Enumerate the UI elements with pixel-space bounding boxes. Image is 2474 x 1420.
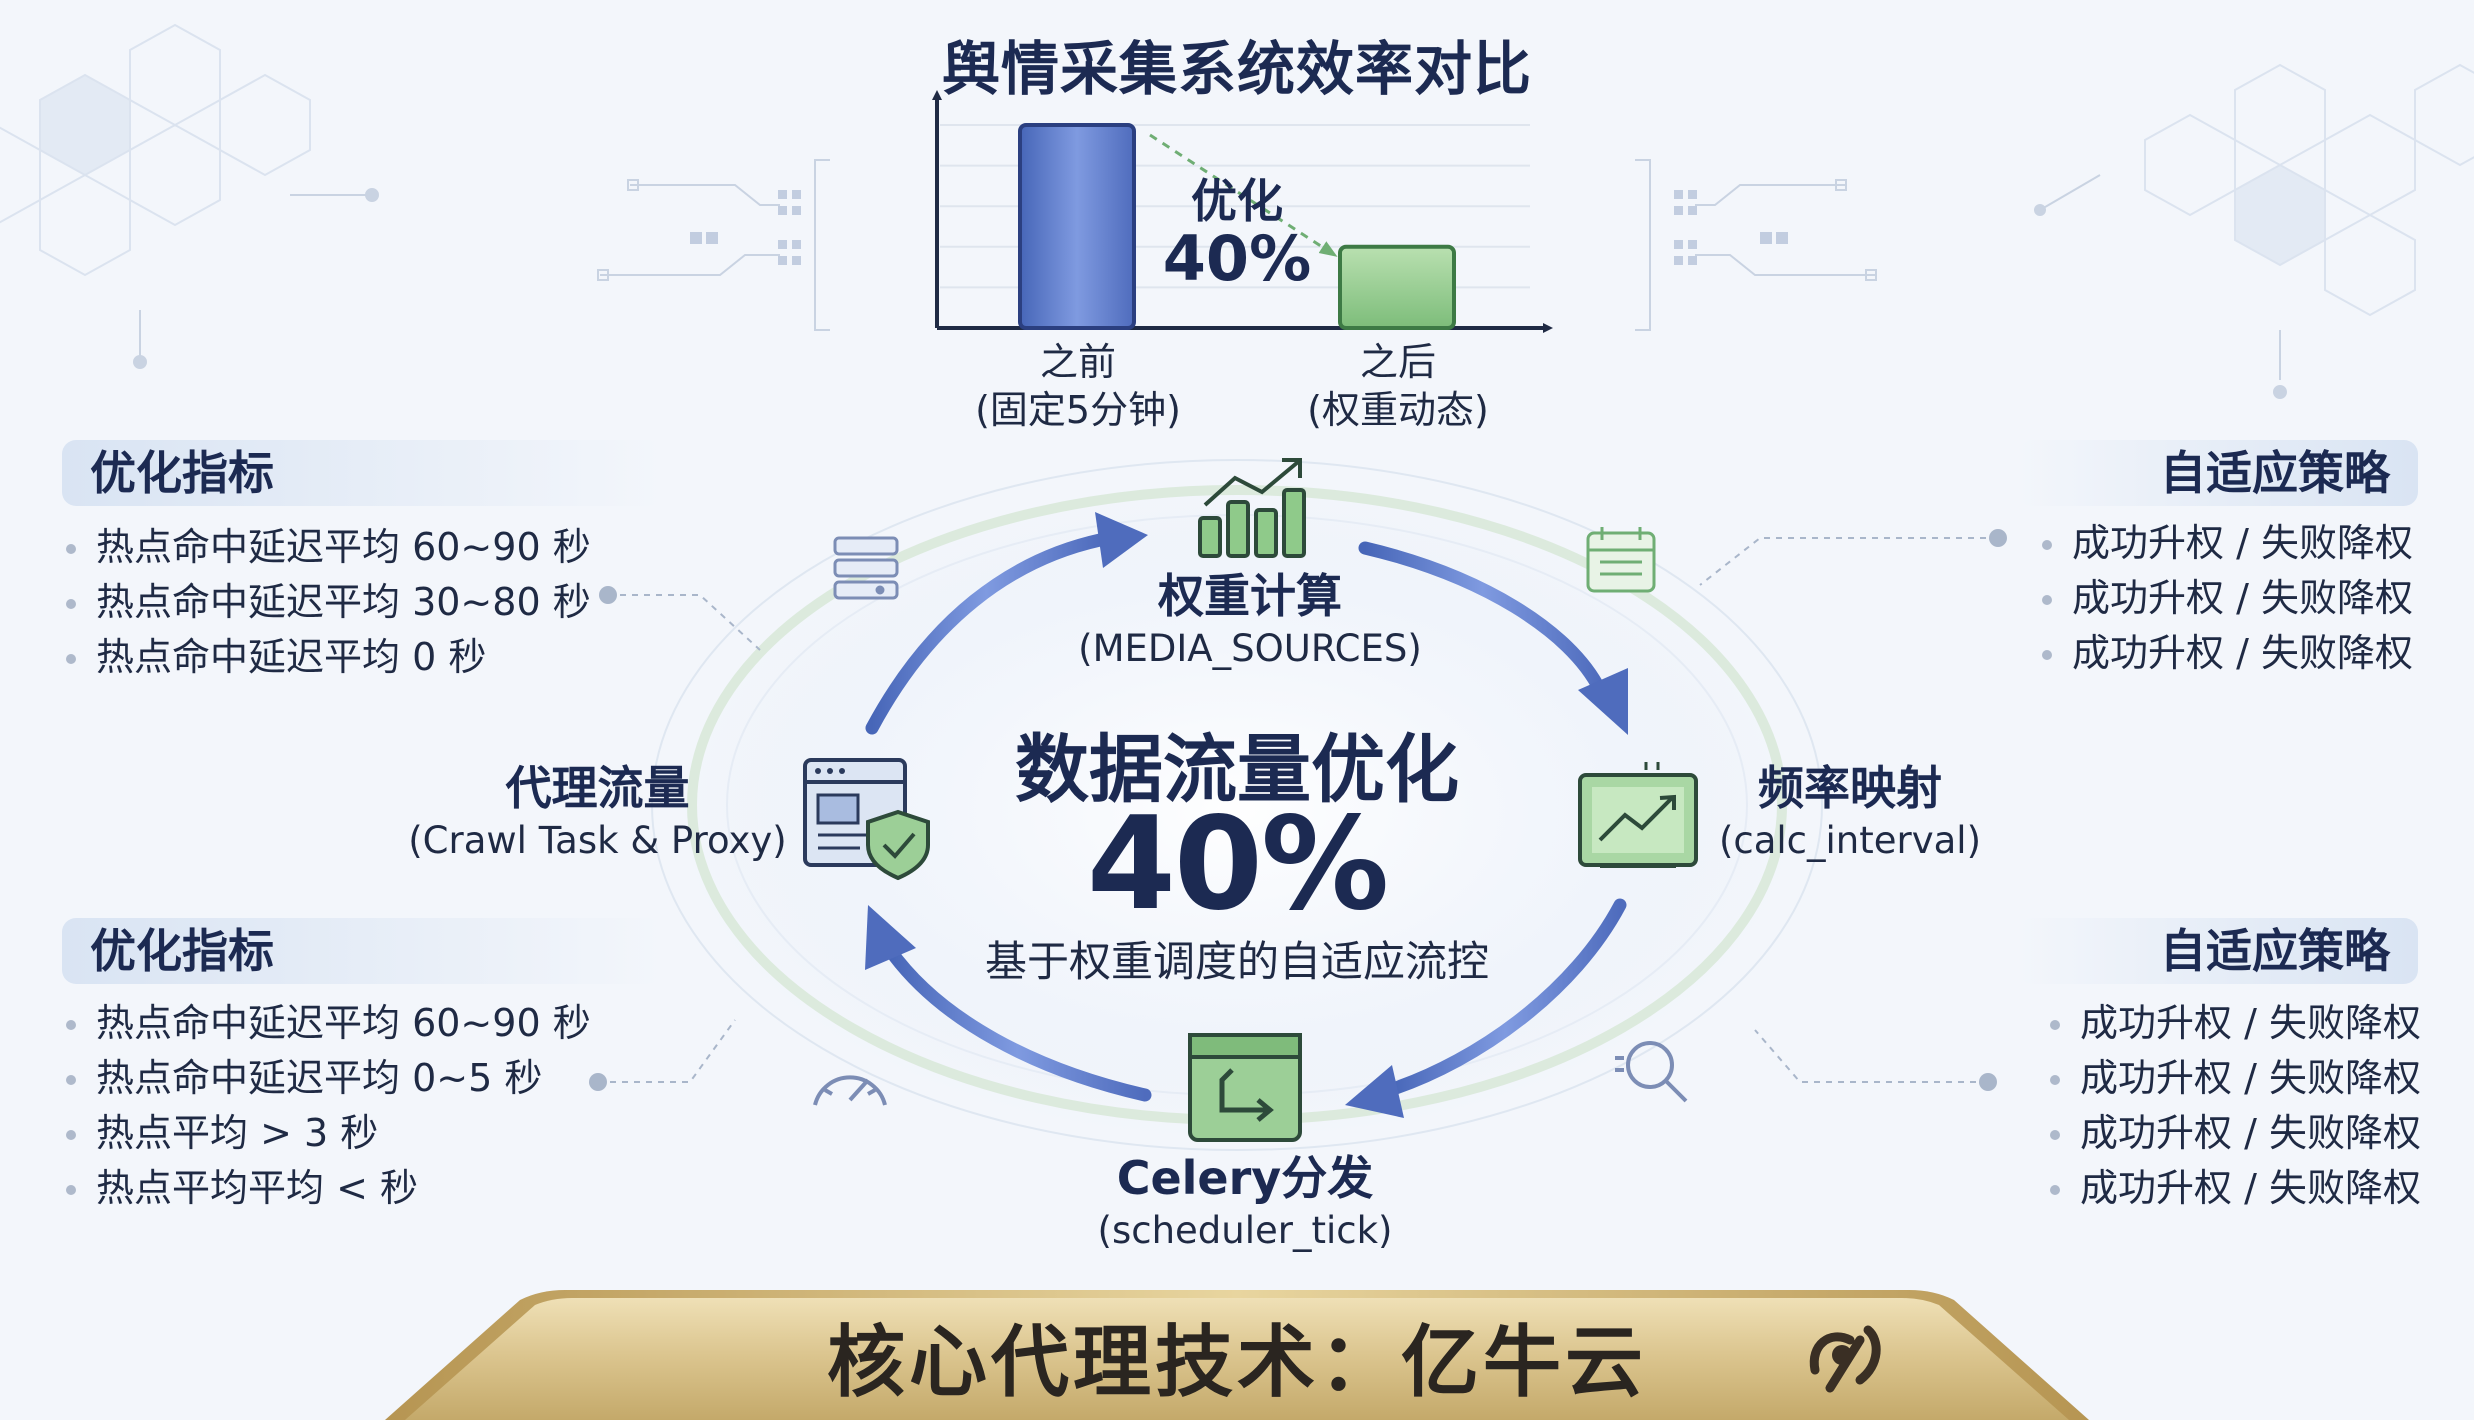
panel-list: 成功升权 / 失败降权 成功升权 / 失败降权 成功升权 / 失败降权 成功升权…: [2046, 996, 2421, 1216]
center-subtitle: 基于权重调度的自适应流控: [984, 937, 1489, 986]
panel-list: 热点命中延迟平均 60~90 秒 热点命中延迟平均 0~5 秒 热点平均 > 3…: [62, 996, 662, 1216]
node-subtitle: (scheduler_tick): [1097, 1209, 1393, 1252]
circuit-lines-right: [1635, 159, 2287, 399]
trend-monitor-icon: [1578, 762, 1698, 868]
list-item: 热点命中延迟平均 0 秒: [62, 630, 662, 685]
right-panel-2: 自适应策略 成功升权 / 失败降权 成功升权 / 失败降权 成功升权 / 失败降…: [2018, 918, 2421, 1216]
circuit-dots-right: [1674, 190, 1788, 265]
list-item: 热点平均平均 < 秒: [62, 1161, 662, 1216]
center-title: 数据流量优化: [1015, 727, 1459, 813]
list-item: 热点命中延迟平均 60~90 秒: [62, 996, 662, 1051]
server-stack-icon: [833, 536, 899, 600]
connector-dots: [589, 529, 2007, 1091]
chart-bars: [1018, 123, 1456, 330]
cycle-node-bottom: Celery分发 (scheduler_tick): [995, 1150, 1495, 1256]
hexagon-pattern-left: [0, 23, 311, 277]
cycle-node-left: 代理流量 (Crawl Task & Proxy): [395, 760, 800, 866]
right-panel-1: 自适应策略 成功升权 / 失败降权 成功升权 / 失败降权 成功升权 / 失败降…: [2018, 440, 2418, 681]
x-category-after-line1: 之后: [1359, 340, 1436, 384]
arrow-top-to-right: [1358, 541, 1607, 697]
node-subtitle: (Crawl Task & Proxy): [408, 819, 787, 862]
circuit-lines-left: [133, 159, 830, 369]
central-glow: [677, 480, 1797, 1140]
list-item: 热点命中延迟平均 0~5 秒: [62, 1051, 662, 1106]
panel-list: 成功升权 / 失败降权 成功升权 / 失败降权 成功升权 / 失败降权: [2038, 516, 2418, 681]
arrow-bottom-to-left-head: [865, 905, 916, 970]
chart-annotation-value: 40%: [1162, 222, 1312, 295]
hexagon-pattern-right: [2144, 63, 2474, 317]
circuit-dots-left: [690, 190, 801, 265]
list-item: 成功升权 / 失败降权: [2046, 996, 2421, 1051]
node-title: 权重计算: [1158, 569, 1342, 623]
list-item: 成功升权 / 失败降权: [2038, 626, 2418, 681]
panel-list: 热点命中延迟平均 60~90 秒 热点命中延迟平均 30~80 秒 热点命中延迟…: [62, 520, 662, 685]
chart-annotation-label: 优化: [1191, 174, 1283, 228]
cycle-node-right: 频率映射 (calc_interval): [1700, 760, 2000, 866]
left-panel-1: 优化指标 热点命中延迟平均 60~90 秒 热点命中延迟平均 30~80 秒 热…: [62, 440, 662, 685]
panel-title: 自适应策略: [2018, 440, 2418, 506]
arrow-left-to-top-head: [1095, 512, 1148, 568]
node-title: 频率映射: [1758, 761, 1942, 815]
dispatch-box-icon: [1188, 1033, 1302, 1142]
x-category-label: 之前 (固定5分钟): [908, 338, 1248, 434]
cycle-node-top: 权重计算 (MEDIA_SOURCES): [1000, 568, 1500, 674]
list-item: 成功升权 / 失败降权: [2038, 571, 2418, 626]
chart-bar-after: [1338, 244, 1456, 330]
chart-title: 舆情采集系统效率对比: [941, 35, 1532, 103]
calendar-icon: [1586, 527, 1656, 593]
x-category-after-line2: (权重动态): [1307, 388, 1489, 432]
panel-connectors: [598, 537, 1998, 1083]
cycle-arrows: [865, 512, 1628, 1118]
panel-title: 优化指标: [62, 918, 662, 984]
arrow-left-to-top: [865, 533, 1107, 735]
footer-banner: [385, 1290, 2089, 1420]
panel-title: 优化指标: [62, 440, 662, 506]
list-item: 成功升权 / 失败降权: [2046, 1161, 2421, 1216]
list-item: 热点平均 > 3 秒: [62, 1106, 662, 1161]
node-title: 代理流量: [505, 761, 690, 815]
arrow-top-to-right-head: [1578, 668, 1628, 735]
list-item: 热点命中延迟平均 60~90 秒: [62, 520, 662, 575]
node-subtitle: (calc_interval): [1718, 819, 1982, 862]
arrow-bottom-to-left: [883, 943, 1152, 1102]
bar-chart-icon: [1198, 458, 1306, 558]
node-title: Celery分发: [1116, 1151, 1374, 1205]
panel-title: 自适应策略: [2018, 918, 2418, 984]
center-value: 40%: [1086, 790, 1389, 939]
list-item: 成功升权 / 失败降权: [2046, 1051, 2421, 1106]
arrow-right-to-bottom-head: [1345, 1065, 1404, 1118]
gauge-icon: [813, 1075, 887, 1106]
yiniuyun-logo-icon: [1809, 1325, 1881, 1393]
left-panel-2: 优化指标 热点命中延迟平均 60~90 秒 热点命中延迟平均 0~5 秒 热点平…: [62, 918, 662, 1216]
list-item: 热点命中延迟平均 30~80 秒: [62, 575, 662, 630]
x-category-before-line2: (固定5分钟): [975, 388, 1181, 432]
chart-trend-arrow: [1149, 133, 1338, 257]
proxy-shield-icon: [803, 758, 930, 881]
arrow-right-to-bottom: [1383, 898, 1627, 1097]
list-item: 成功升权 / 失败降权: [2046, 1106, 2421, 1161]
search-icon: [1615, 1041, 1688, 1103]
node-subtitle: (MEDIA_SOURCES): [1078, 627, 1422, 670]
x-category-label: 之后 (权重动态): [1228, 338, 1568, 434]
footer-text: 核心代理技术：亿牛云: [826, 1318, 1647, 1408]
list-item: 成功升权 / 失败降权: [2038, 516, 2418, 571]
chart-bar-before: [1018, 123, 1136, 330]
x-category-before-line1: 之前: [1039, 340, 1116, 384]
